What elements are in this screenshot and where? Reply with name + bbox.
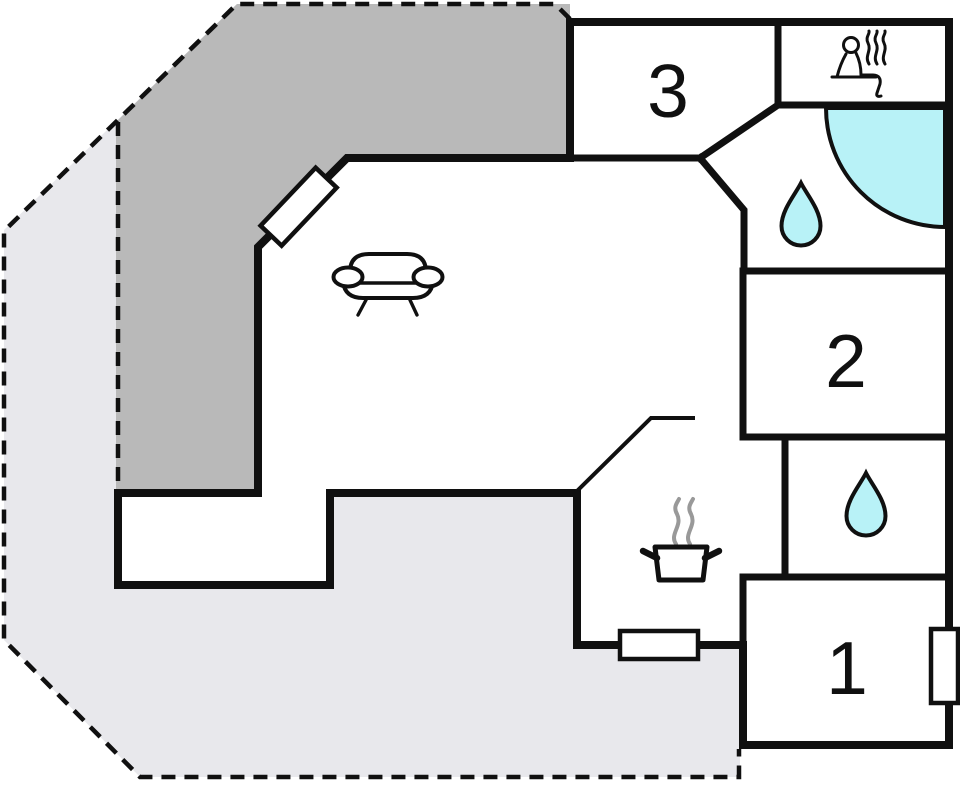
terrace-door [257, 164, 340, 249]
room-label-3: 3 [647, 49, 689, 133]
corner-bathtub-icon [823, 106, 947, 230]
cooking-pot-icon [639, 497, 723, 583]
steam-lines [672, 497, 695, 546]
sofa-icon [331, 252, 445, 317]
sauna-icon [830, 29, 887, 98]
terrace-boundary-dashed-line [1, 1, 742, 780]
room-label-1: 1 [826, 626, 868, 710]
water-drop-icon-lower-bathroom [844, 468, 888, 538]
upper-terrace-area [116, 4, 570, 495]
water-drop-icon-upper-bathroom [779, 178, 823, 248]
room-label-2: 2 [825, 319, 867, 403]
kitchen-partition-wall [574, 416, 695, 494]
interior-walls [566, 18, 953, 649]
bedroom1-window [928, 626, 960, 706]
entry-door [617, 628, 701, 662]
